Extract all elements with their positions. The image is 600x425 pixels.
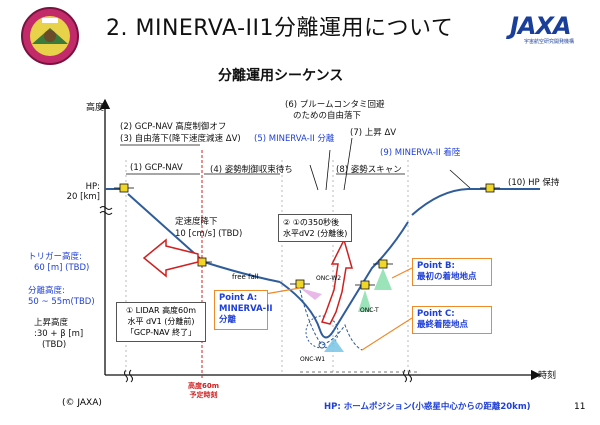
dv1-arrow [142,238,199,278]
rise-altitude-label: 上昇高度:30 + β [m](TBD) [34,318,84,350]
spacecraft-icon-separation [290,279,310,289]
x-axis-break-1 [124,369,133,383]
y-axis-break [99,206,113,215]
onc-t-fov [358,290,372,312]
spacecraft-icon-hp-left [114,183,134,193]
onc-t-label: ONC-T [360,307,379,314]
phase-free-fall: (3) 自由落下(降下速度減速 ΔV) [120,134,241,144]
spacecraft-icon-hp-right [480,183,500,193]
jaxa-logo-caption: 宇宙航空研究開発機構 [524,39,575,45]
spacecraft-icon-scan [373,259,393,269]
callout-point-a: Point A: MINERVA-II 分離 [214,290,273,330]
jaxa-logo: JAXA 宇宙航空研究開発機構 [510,12,586,52]
page-title: 2. MINERVA-II1分離運用について [106,16,454,41]
onc-w2-label: ONC-W2 [316,275,342,282]
phase-gcp-nav: (1) GCP-NAV [130,163,183,173]
separation-altitude-label: 分離高度:50 ~ 55m(TBD) [28,286,95,307]
hp-definition-note: HP: ホームポジション(小惑星中心からの距離20km) [324,402,531,412]
trigger-altitude-label: トリガー高度:60 [m] (TBD) [28,252,90,273]
phase-attitude-wait: (4) 姿勢制御収束待ち [210,165,293,175]
phase-minerva-landing: (9) MINERVA-II 着陸 [380,148,461,158]
phase-minerva-separation: (5) MINERVA-II 分離 [254,134,335,144]
mission-emblem [20,6,80,66]
onc-w1-label: ONC-W1 [300,356,326,363]
phase-gcp-nav-off: (2) GCP-NAV 高度制御オフ [120,122,227,132]
phase-plume-avoid: (6) プルームコンタミ回避のための自由落下 [285,100,385,121]
section-subtitle: 分離運用シーケンス [218,68,344,84]
page-number: 11 [574,402,586,412]
spacecraft-icon-rise [355,280,375,290]
free-fall-label: free fall [232,273,259,281]
copyright-label: (© JAXA) [62,398,102,408]
dv2-arrow [320,237,353,325]
y-axis-label: 高度 [86,103,105,113]
onc-w1-fov [324,338,344,352]
phase-attitude-scan: (8) 姿勢スキャン [336,165,402,175]
note-dv2: ② ①の350秒後水平dV2 (分離後) [278,214,352,242]
jaxa-logo-text: JAXA [510,12,572,40]
phase-hp-hold: (10) HP 保持 [508,178,560,188]
callout-point-c: Point C: 最終着陸地点 [412,306,492,334]
phase-rise-dv: (7) 上昇 ΔV [350,128,397,138]
callout-point-b: Point B: 最初の着地地点 [412,258,492,286]
x-axis-label: 時刻 [538,371,557,381]
onc-w2-fov [300,288,322,300]
scan-fov [374,268,392,290]
hp-altitude-label: HP:20 [km] [66,182,100,202]
lander-path [299,289,363,351]
